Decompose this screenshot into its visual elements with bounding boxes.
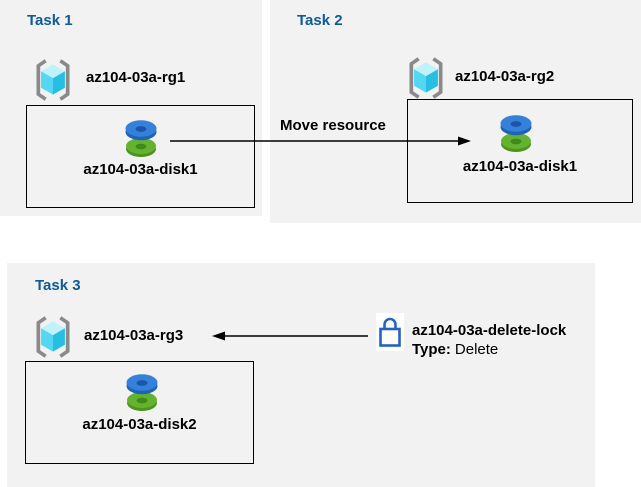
move-resource-arrow bbox=[170, 136, 471, 146]
lock-type-label: Type: bbox=[412, 341, 451, 358]
resource-group-name: az104-03a-rg2 bbox=[455, 68, 555, 85]
move-resource-label: Move resource bbox=[280, 117, 386, 134]
delete-lock-type: Type:Delete bbox=[412, 341, 498, 359]
managed-disk-icon bbox=[125, 120, 157, 157]
managed-disk-icon bbox=[126, 374, 158, 411]
lock-type-value: Delete bbox=[454, 341, 499, 358]
lock-arrow bbox=[212, 331, 368, 341]
delete-lock-tile bbox=[376, 313, 404, 351]
task1-resource-box bbox=[26, 105, 255, 208]
resource-group-name: az104-03a-rg1 bbox=[86, 69, 186, 86]
task1-panel bbox=[0, 0, 262, 216]
resource-group-icon bbox=[409, 56, 443, 100]
delete-lock-name: az104-03a-delete-lock bbox=[412, 322, 567, 339]
task3-title: Task 3 bbox=[35, 277, 81, 294]
resource-group-icon bbox=[36, 315, 70, 359]
task2-resource-box bbox=[407, 99, 633, 203]
task2-title: Task 2 bbox=[297, 12, 343, 29]
disk-name: az104-03a-disk2 bbox=[82, 416, 197, 433]
disk-name: az104-03a-disk1 bbox=[83, 161, 198, 178]
resource-group-name: az104-03a-rg3 bbox=[84, 327, 184, 344]
delete-lock-icon bbox=[379, 317, 401, 347]
task3-resource-box bbox=[25, 361, 254, 464]
task2-panel bbox=[270, 0, 641, 223]
task1-title: Task 1 bbox=[27, 12, 73, 29]
managed-disk-icon bbox=[500, 115, 532, 152]
resource-group-icon bbox=[36, 58, 70, 102]
disk-name: az104-03a-disk1 bbox=[462, 158, 578, 175]
task3-panel bbox=[7, 263, 595, 487]
